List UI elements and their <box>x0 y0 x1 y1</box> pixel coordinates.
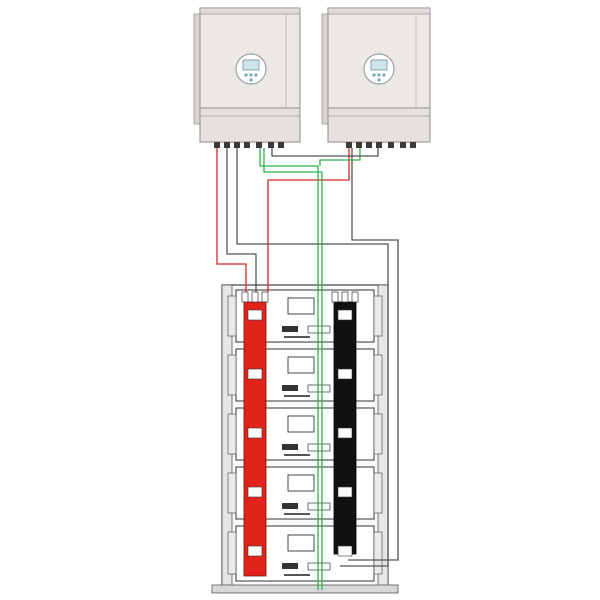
wire-inv1-negative-return <box>236 148 389 567</box>
positive-busbar <box>241 291 269 577</box>
inverter-1-terminals <box>214 142 284 148</box>
wire-communication-2 <box>263 148 323 590</box>
negative-busbar <box>331 291 359 557</box>
wire-inv2-positive <box>267 148 350 292</box>
wire-communication-1 <box>259 148 319 590</box>
wire-inverter-link <box>271 148 379 157</box>
wire-communication-inv2 <box>319 148 361 166</box>
wiring <box>216 148 399 590</box>
inverter-2-terminals <box>346 142 416 148</box>
inverter-1 <box>193 7 301 148</box>
wire-inv2-negative <box>348 148 399 561</box>
wire-inv1-positive <box>216 148 247 292</box>
battery-rack <box>211 284 399 594</box>
inverter-2 <box>321 7 431 148</box>
wire-inv1-negative <box>226 148 257 292</box>
